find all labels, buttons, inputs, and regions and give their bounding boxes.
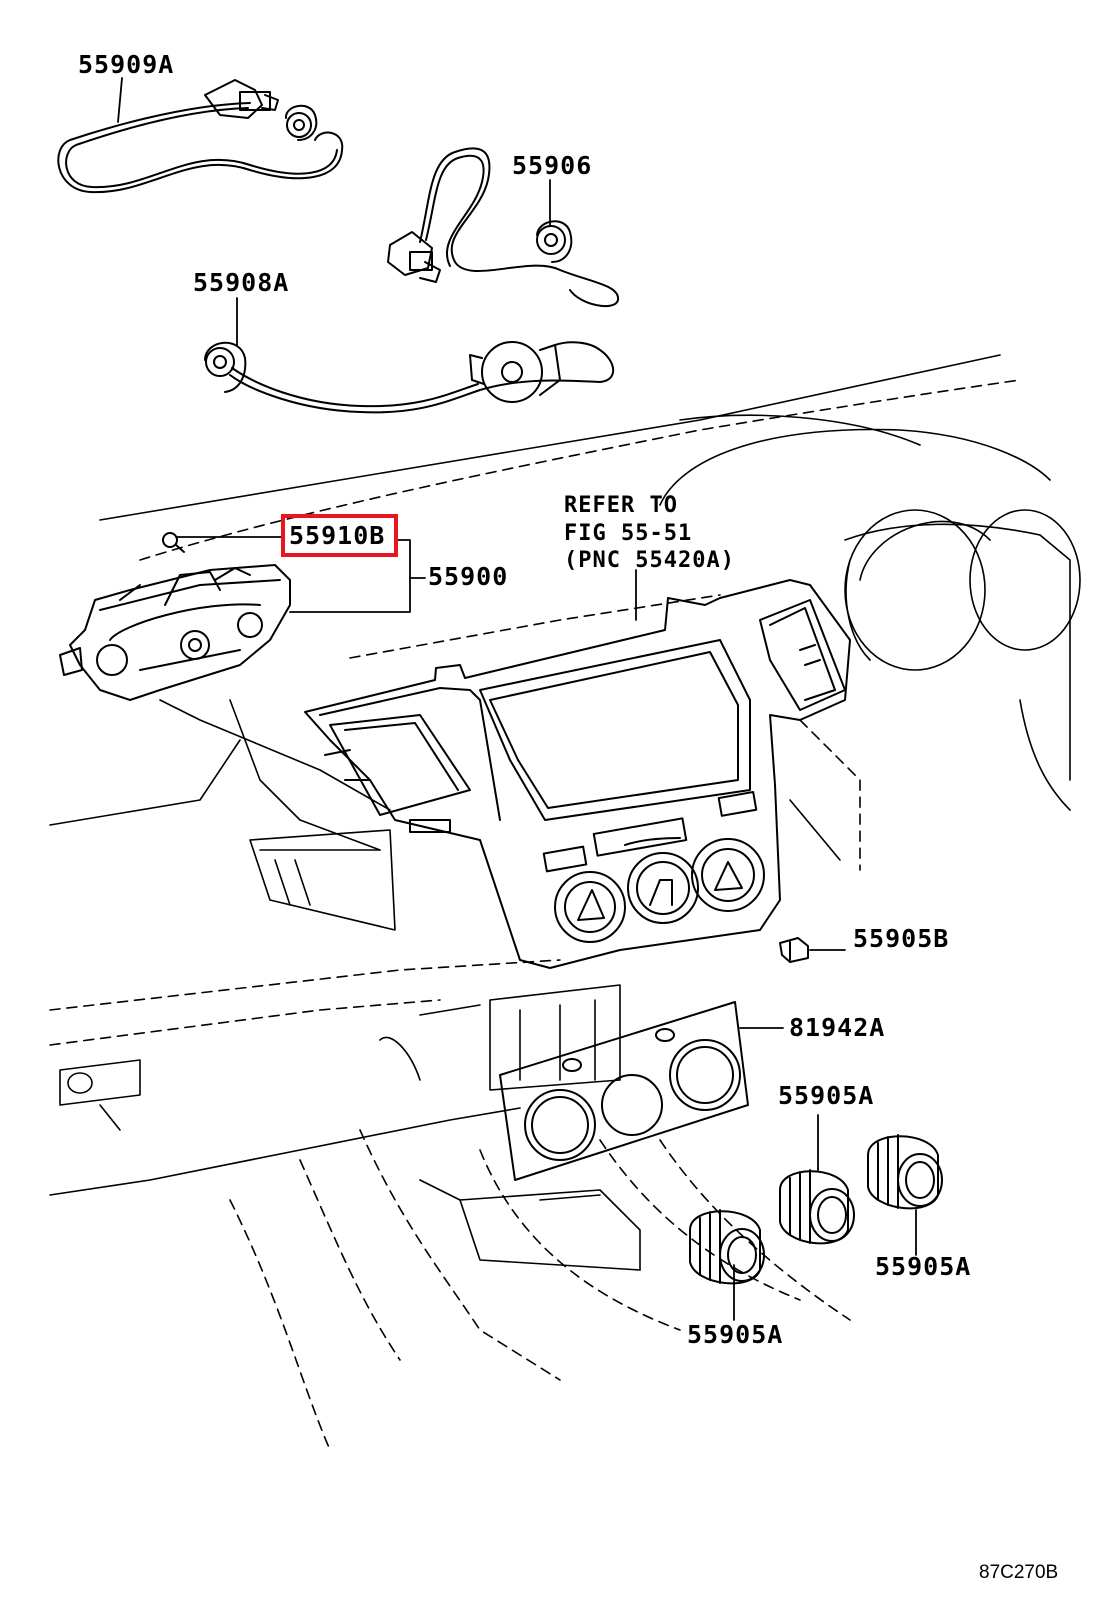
knob-55905a-bottom bbox=[689, 1209, 765, 1285]
part-label-55905a-right[interactable]: 55905A bbox=[875, 1252, 972, 1281]
part-label-55906[interactable]: 55906 bbox=[512, 151, 593, 180]
reference-note-line1: REFER TO bbox=[564, 493, 678, 518]
reference-note-line2: FIG 55-51 bbox=[564, 520, 693, 546]
part-label-55909a[interactable]: 55909A bbox=[78, 50, 175, 79]
cable-55906 bbox=[387, 147, 620, 308]
part-label-81942a[interactable]: 81942A bbox=[789, 1013, 886, 1042]
clip-55905b bbox=[779, 937, 809, 963]
part-label-55905a-bottom[interactable]: 55905A bbox=[687, 1320, 784, 1349]
cable-55908a bbox=[204, 341, 615, 414]
part-label-55908a[interactable]: 55908A bbox=[193, 268, 290, 297]
knob-panel-81942a bbox=[499, 1001, 749, 1181]
knob-55905a-top bbox=[779, 1169, 855, 1245]
center-panel bbox=[304, 579, 851, 969]
reference-note: REFER TO FIG 55-51 (PNC 55420A) bbox=[564, 492, 735, 575]
leader-lines bbox=[117, 77, 917, 1321]
diagram-code: 87C270B bbox=[979, 1562, 1059, 1583]
part-label-55900[interactable]: 55900 bbox=[428, 562, 509, 591]
part-label-55910b[interactable]: 55910B bbox=[289, 521, 386, 550]
reference-note-line3[interactable]: (PNC 55420A) bbox=[564, 548, 735, 573]
dashboard-outline bbox=[49, 354, 1081, 1451]
heater-control-assembly bbox=[59, 532, 291, 701]
knob-55905a-right bbox=[867, 1134, 943, 1210]
cable-55909a bbox=[57, 79, 344, 194]
highlight-box bbox=[281, 514, 398, 557]
part-label-55905b[interactable]: 55905B bbox=[853, 924, 950, 953]
part-label-55905a-top[interactable]: 55905A bbox=[778, 1081, 875, 1110]
